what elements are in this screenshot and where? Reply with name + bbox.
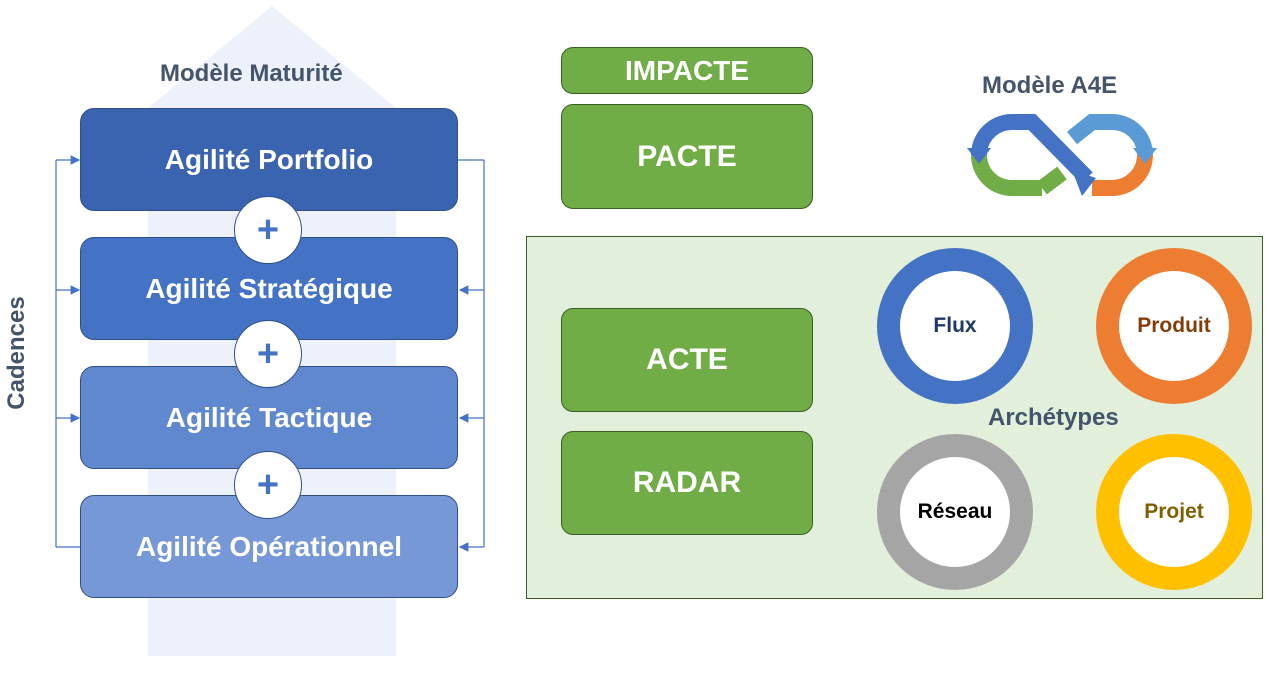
impacte-box: IMPACTE [561, 47, 813, 94]
impacte-label: IMPACTE [625, 54, 749, 86]
radar-label: RADAR [632, 466, 742, 499]
archetype-flux: Flux [877, 248, 1033, 404]
plus-icon: + [234, 196, 302, 264]
archetype-projet: Projet [1096, 434, 1252, 590]
archetype-flux-label: Flux [933, 314, 977, 337]
pacte-box: PACTE [561, 104, 813, 209]
archetype-reseau: Réseau [877, 434, 1033, 590]
acte-box: ACTE [561, 308, 813, 412]
plus-icon: + [234, 320, 302, 388]
level-tactique-label: Agilité Tactique [165, 401, 373, 433]
infinity-icon [967, 114, 1157, 196]
cadences-label: Cadences [3, 296, 30, 410]
archetype-produit: Produit [1096, 248, 1252, 404]
archetype-reseau-label: Réseau [917, 500, 993, 523]
acte-label: ACTE [646, 343, 728, 376]
level-portfolio-label: Agilité Portfolio [164, 143, 374, 175]
level-portfolio: Agilité Portfolio [80, 108, 458, 211]
radar-box: RADAR [561, 431, 813, 535]
level-operationnel-label: Agilité Opérationnel [135, 530, 403, 562]
plus-icon: + [234, 451, 302, 519]
maturity-model-title: Modèle Maturité [160, 60, 343, 87]
archetype-produit-label: Produit [1137, 314, 1211, 337]
archetype-projet-label: Projet [1144, 500, 1204, 523]
a4e-model-title: Modèle A4E [982, 72, 1118, 99]
pacte-label: PACTE [637, 139, 737, 173]
level-strategique-label: Agilité Stratégique [145, 272, 393, 304]
archetypes-label: Archétypes [988, 404, 1119, 431]
